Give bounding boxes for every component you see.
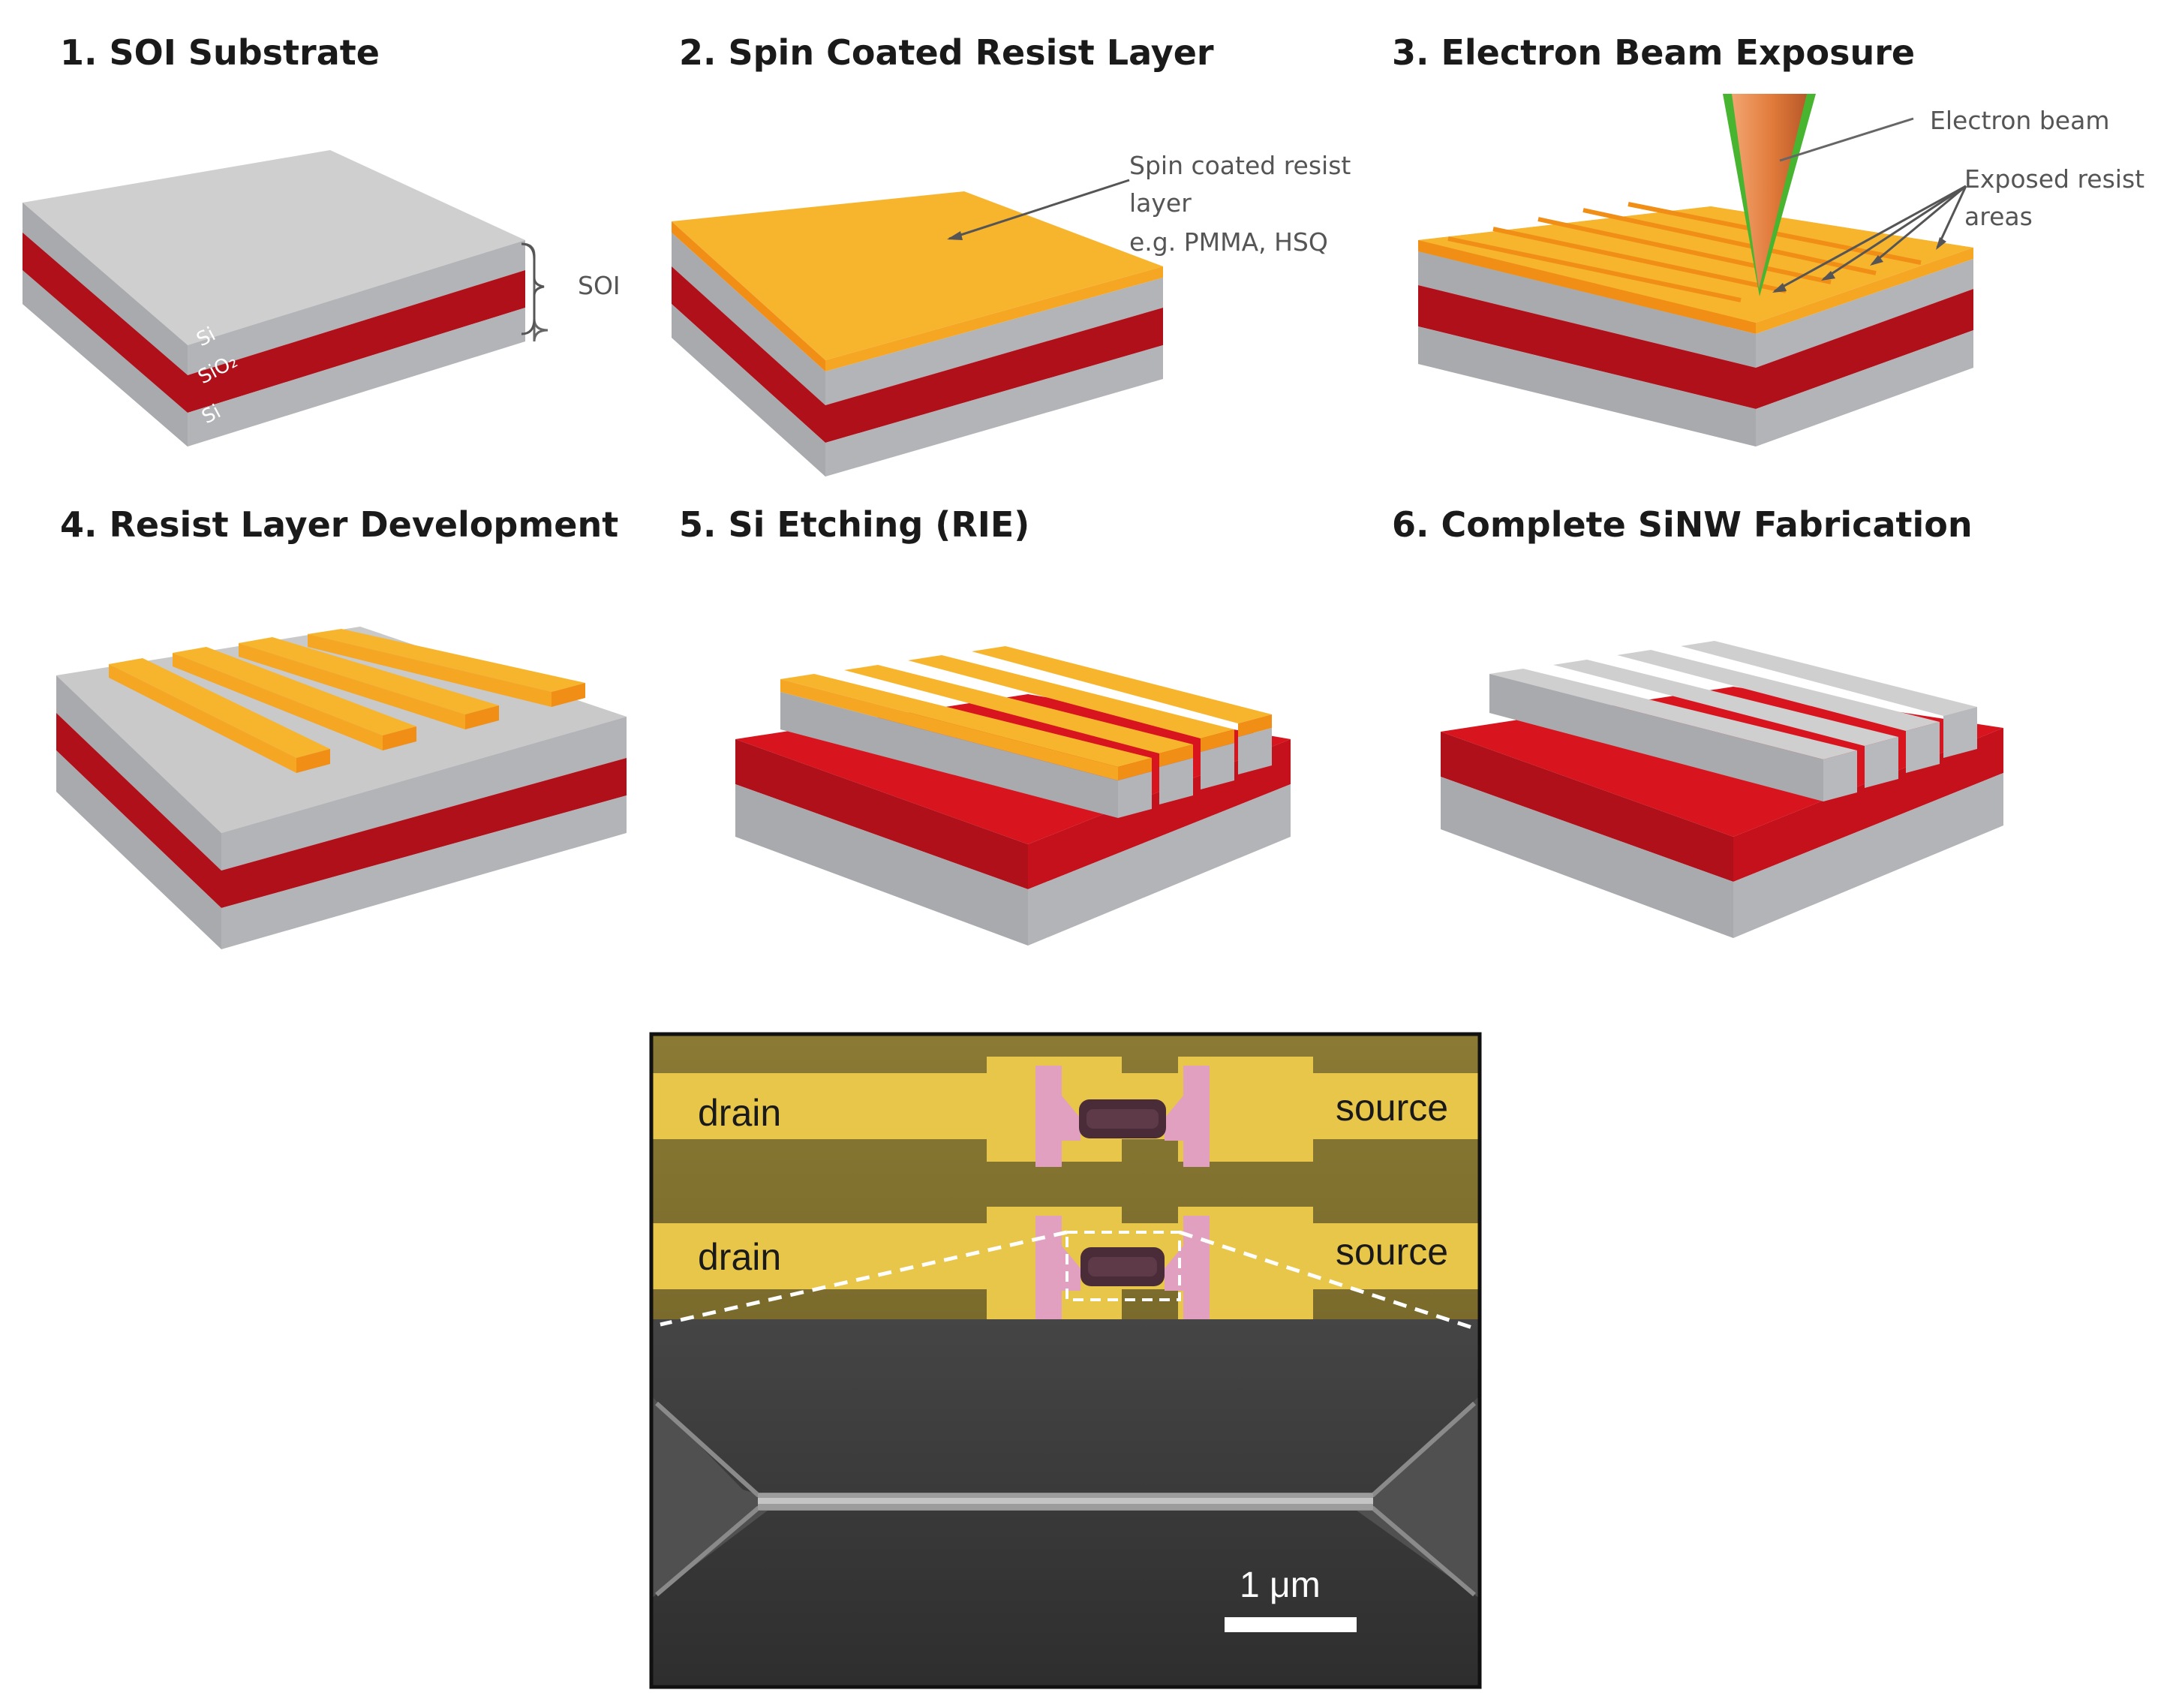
label-drain-top: drain [698,1092,781,1134]
step-6-title: 6. Complete SiNW Fabrication [1392,504,1973,545]
top-device [651,1057,1480,1167]
label-source-bottom: source [1336,1231,1448,1273]
step-2-resist-block [672,191,1163,477]
electron-beam-icon [1732,94,1807,289]
exposed-leader-lines [1774,185,1967,293]
step-4-title: 4. Resist Layer Development [60,504,618,545]
zoom-box [1065,1231,1181,1301]
beam-leader-line [1779,117,1914,162]
label-drain-bottom: drain [698,1236,781,1278]
step-1-title: 1. SOI Substrate [60,32,380,73]
step-1-soi-block [23,150,525,447]
resist-leader-line [948,179,1130,240]
step-2-title: 2. Spin Coated Resist Layer [679,32,1214,73]
step-3-exposure-block [1418,202,1973,447]
label-exposed-2: areas [1964,202,2033,231]
label-resist-2: layer [1129,188,1192,218]
zoom-line-left [660,1230,1068,1327]
step-5-title: 5. Si Etching (RIE) [679,504,1029,545]
step-5-etched-block [735,646,1291,946]
label-electron-beam: Electron beam [1930,106,2109,135]
step-3-title: 3. Electron Beam Exposure [1392,32,1915,73]
scale-bar [1225,1617,1357,1632]
scale-bar-label: 1 μm [1240,1565,1321,1605]
micrograph-frame [649,1032,1482,1689]
resist-leader-arrow [947,231,963,240]
soi-brace [521,242,545,335]
label-exposed-1: Exposed resist [1964,164,2144,194]
step-4-developed-block [56,627,627,949]
label-source-top: source [1336,1087,1448,1129]
sem-nanowire [651,1396,1480,1598]
label-resist-3: e.g. PMMA, HSQ [1129,227,1328,257]
step-6-sinw-block [1441,641,2003,938]
label-resist-1: Spin coated resist [1129,151,1351,180]
micrograph-panel: drain source drain source 1 μm [649,1032,1482,1689]
label-soi: SOI [578,271,621,300]
zoom-line-right [1179,1230,1475,1331]
exposed-leader-arrows [1772,237,1946,293]
